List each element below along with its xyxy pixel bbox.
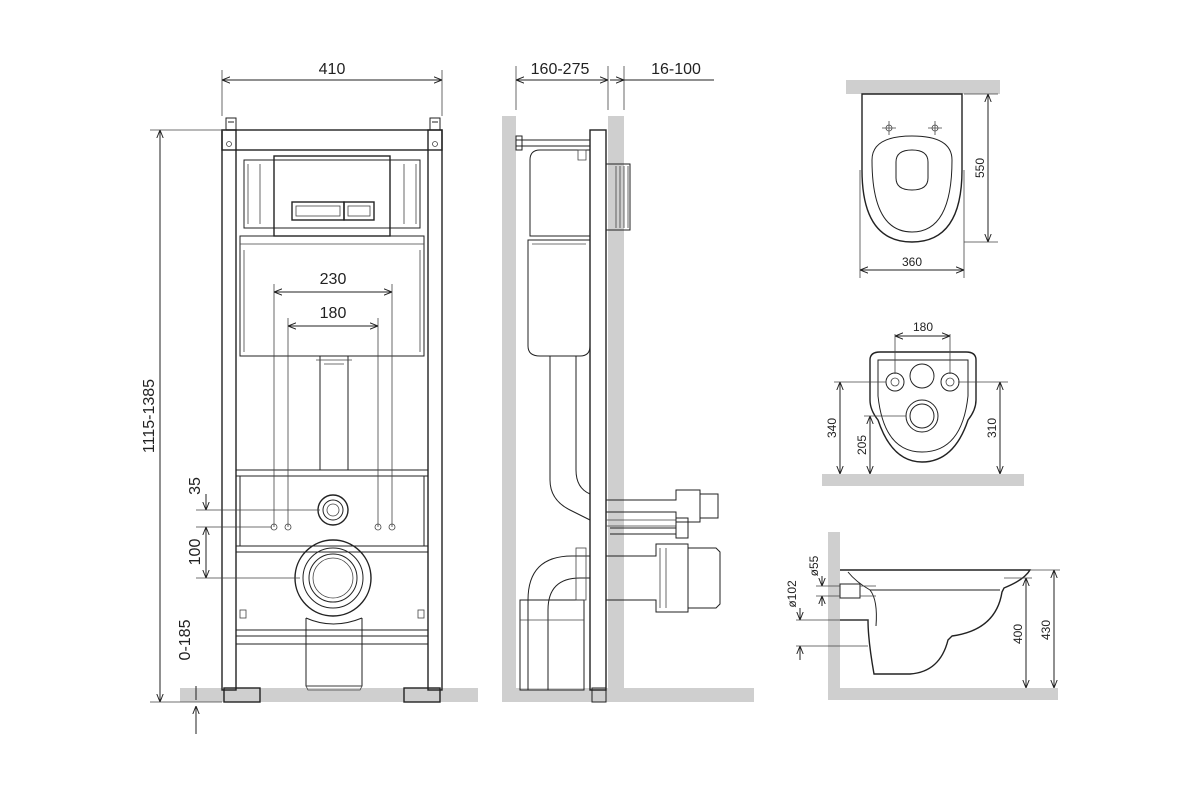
dim-inlet-diameter: ø55 [807, 555, 821, 576]
dim-outlet-height: 205 [855, 435, 869, 455]
dim-floor-range: 0-185 [177, 619, 194, 660]
dim-right-height: 310 [985, 418, 999, 438]
cistern-lower [239, 235, 425, 357]
bowl-outline-side [840, 569, 1032, 675]
flush-plate [273, 155, 391, 237]
side-view: 160-275 16-100 [502, 61, 754, 703]
dim-frame-height: 1115-1385 [141, 379, 158, 453]
frame-top-bar [221, 129, 443, 151]
dim-wall-gap: 16-100 [651, 61, 701, 78]
side-floor [502, 688, 754, 702]
dim-rim-height: 400 [1011, 624, 1025, 644]
dim-inner-bolt-spacing: 180 [320, 305, 347, 322]
lower-panel [239, 475, 425, 547]
side-wall-right [608, 116, 624, 690]
dim-bolt-spacing: 180 [913, 320, 933, 334]
bowl-back-view: 180 340 205 310 [822, 320, 1024, 486]
side-wall-left [502, 116, 516, 690]
dim-install-depth: 160-275 [531, 61, 590, 78]
dim-bowl-length: 550 [973, 158, 987, 178]
bowl-top-view: 550 360 [846, 80, 1000, 278]
flush-button-left [291, 201, 345, 221]
back-view-floor [822, 474, 1024, 486]
dim-upper-offset: 35 [187, 477, 204, 495]
side-cistern [529, 149, 591, 237]
dim-outer-bolt-spacing: 230 [320, 271, 347, 288]
frame-right-post [427, 129, 443, 691]
dim-bolt-height: 340 [825, 418, 839, 438]
side-bowl-wall [828, 532, 840, 700]
dim-frame-width: 410 [319, 61, 346, 78]
flush-button-right [343, 201, 375, 221]
top-view-wall [846, 80, 1000, 94]
dim-total-height: 430 [1039, 620, 1053, 640]
frame-left-post [221, 129, 237, 691]
bowl-side-view: ø55 ø102 400 430 [785, 532, 1060, 700]
dim-bowl-width: 360 [902, 255, 922, 269]
front-view: 410 1115-1385 230 180 35 100 0-185 [141, 61, 478, 734]
dim-outlet-diameter: ø102 [785, 580, 799, 608]
drain-outlet [294, 539, 372, 617]
cistern-upper [243, 159, 421, 229]
bowl-outline-top [861, 93, 963, 243]
dim-lower-offset: 100 [187, 539, 204, 566]
side-bowl-floor [828, 688, 1058, 700]
bowl-outline-back [869, 351, 977, 463]
